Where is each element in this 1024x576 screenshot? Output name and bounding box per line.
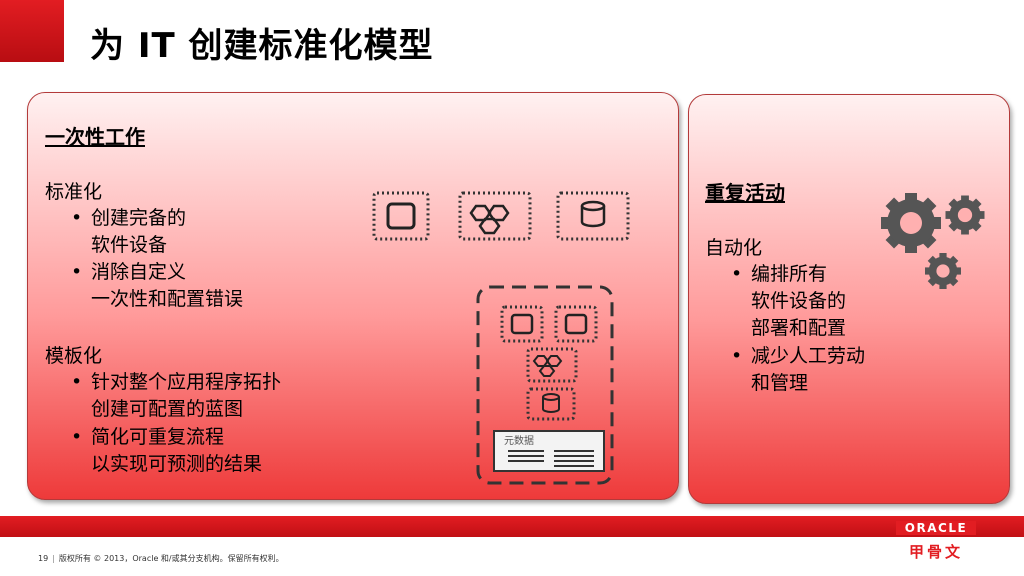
one-time-work-panel: 一次性工作 标准化 • 创建完备的 软件设备 • 消除自定义 一次性和配置错误 …	[27, 92, 679, 500]
appliance-template-diagram: 元数据	[372, 191, 630, 485]
metadata-label: 元数据	[504, 434, 534, 447]
bullet-text: 一次性和配置错误	[91, 288, 244, 310]
template-container: 元数据	[476, 285, 614, 485]
bullet-text: 编排所有	[751, 263, 828, 285]
bullet-text: 针对整个应用程序拓扑	[91, 371, 282, 393]
standardization-title: 标准化	[45, 181, 103, 203]
repeat-activity-heading: 重复活动	[705, 181, 785, 205]
bullet-dot: •	[731, 263, 743, 285]
oracle-logo: ORACLE 甲骨文	[896, 521, 976, 562]
footer: 19|版权所有 © 2013，Oracle 和/或其分支机构。保留所有权利。	[38, 554, 284, 563]
bullet-text: 简化可重复流程	[91, 426, 225, 448]
oracle-logo-en: ORACLE	[896, 521, 976, 535]
automation-title: 自动化	[705, 237, 763, 259]
corner-accent	[0, 0, 64, 62]
bullet-dot: •	[71, 371, 83, 393]
bullet-dot: •	[71, 207, 83, 229]
bullet-text: 以实现可预测的结果	[91, 453, 263, 475]
bullet-dot: •	[71, 426, 83, 448]
bullet-text: 和管理	[751, 372, 809, 394]
bullet-text: 软件设备	[91, 234, 168, 256]
bullet-dot: •	[71, 261, 83, 283]
bullet-text: 创建可配置的蓝图	[91, 398, 244, 420]
oracle-logo-cn: 甲骨文	[908, 543, 963, 561]
bullet-text: 减少人工劳动	[751, 345, 866, 367]
one-time-work-heading: 一次性工作	[45, 125, 145, 149]
page-number: 19	[38, 554, 49, 563]
bullet-text: 消除自定义	[91, 261, 187, 283]
templating-title: 模板化	[45, 345, 103, 367]
cluster-box-icon	[458, 191, 532, 241]
bullet-text: 部署和配置	[751, 317, 847, 339]
vm-box-icon	[372, 191, 430, 241]
bullet-text: 创建完备的	[91, 207, 187, 229]
database-box-icon	[556, 191, 630, 241]
bullet-dot: •	[731, 345, 743, 367]
slide-title: 为 IT 创建标准化模型	[90, 26, 434, 66]
bottom-red-bar	[0, 516, 1024, 537]
bullet-text: 软件设备的	[751, 290, 847, 312]
repeat-activity-panel: 重复活动 自动化 • 编排所有	[688, 94, 1010, 504]
gears-icon	[881, 193, 985, 289]
copyright-text: 版权所有 © 2013，Oracle 和/或其分支机构。保留所有权利。	[58, 554, 284, 563]
